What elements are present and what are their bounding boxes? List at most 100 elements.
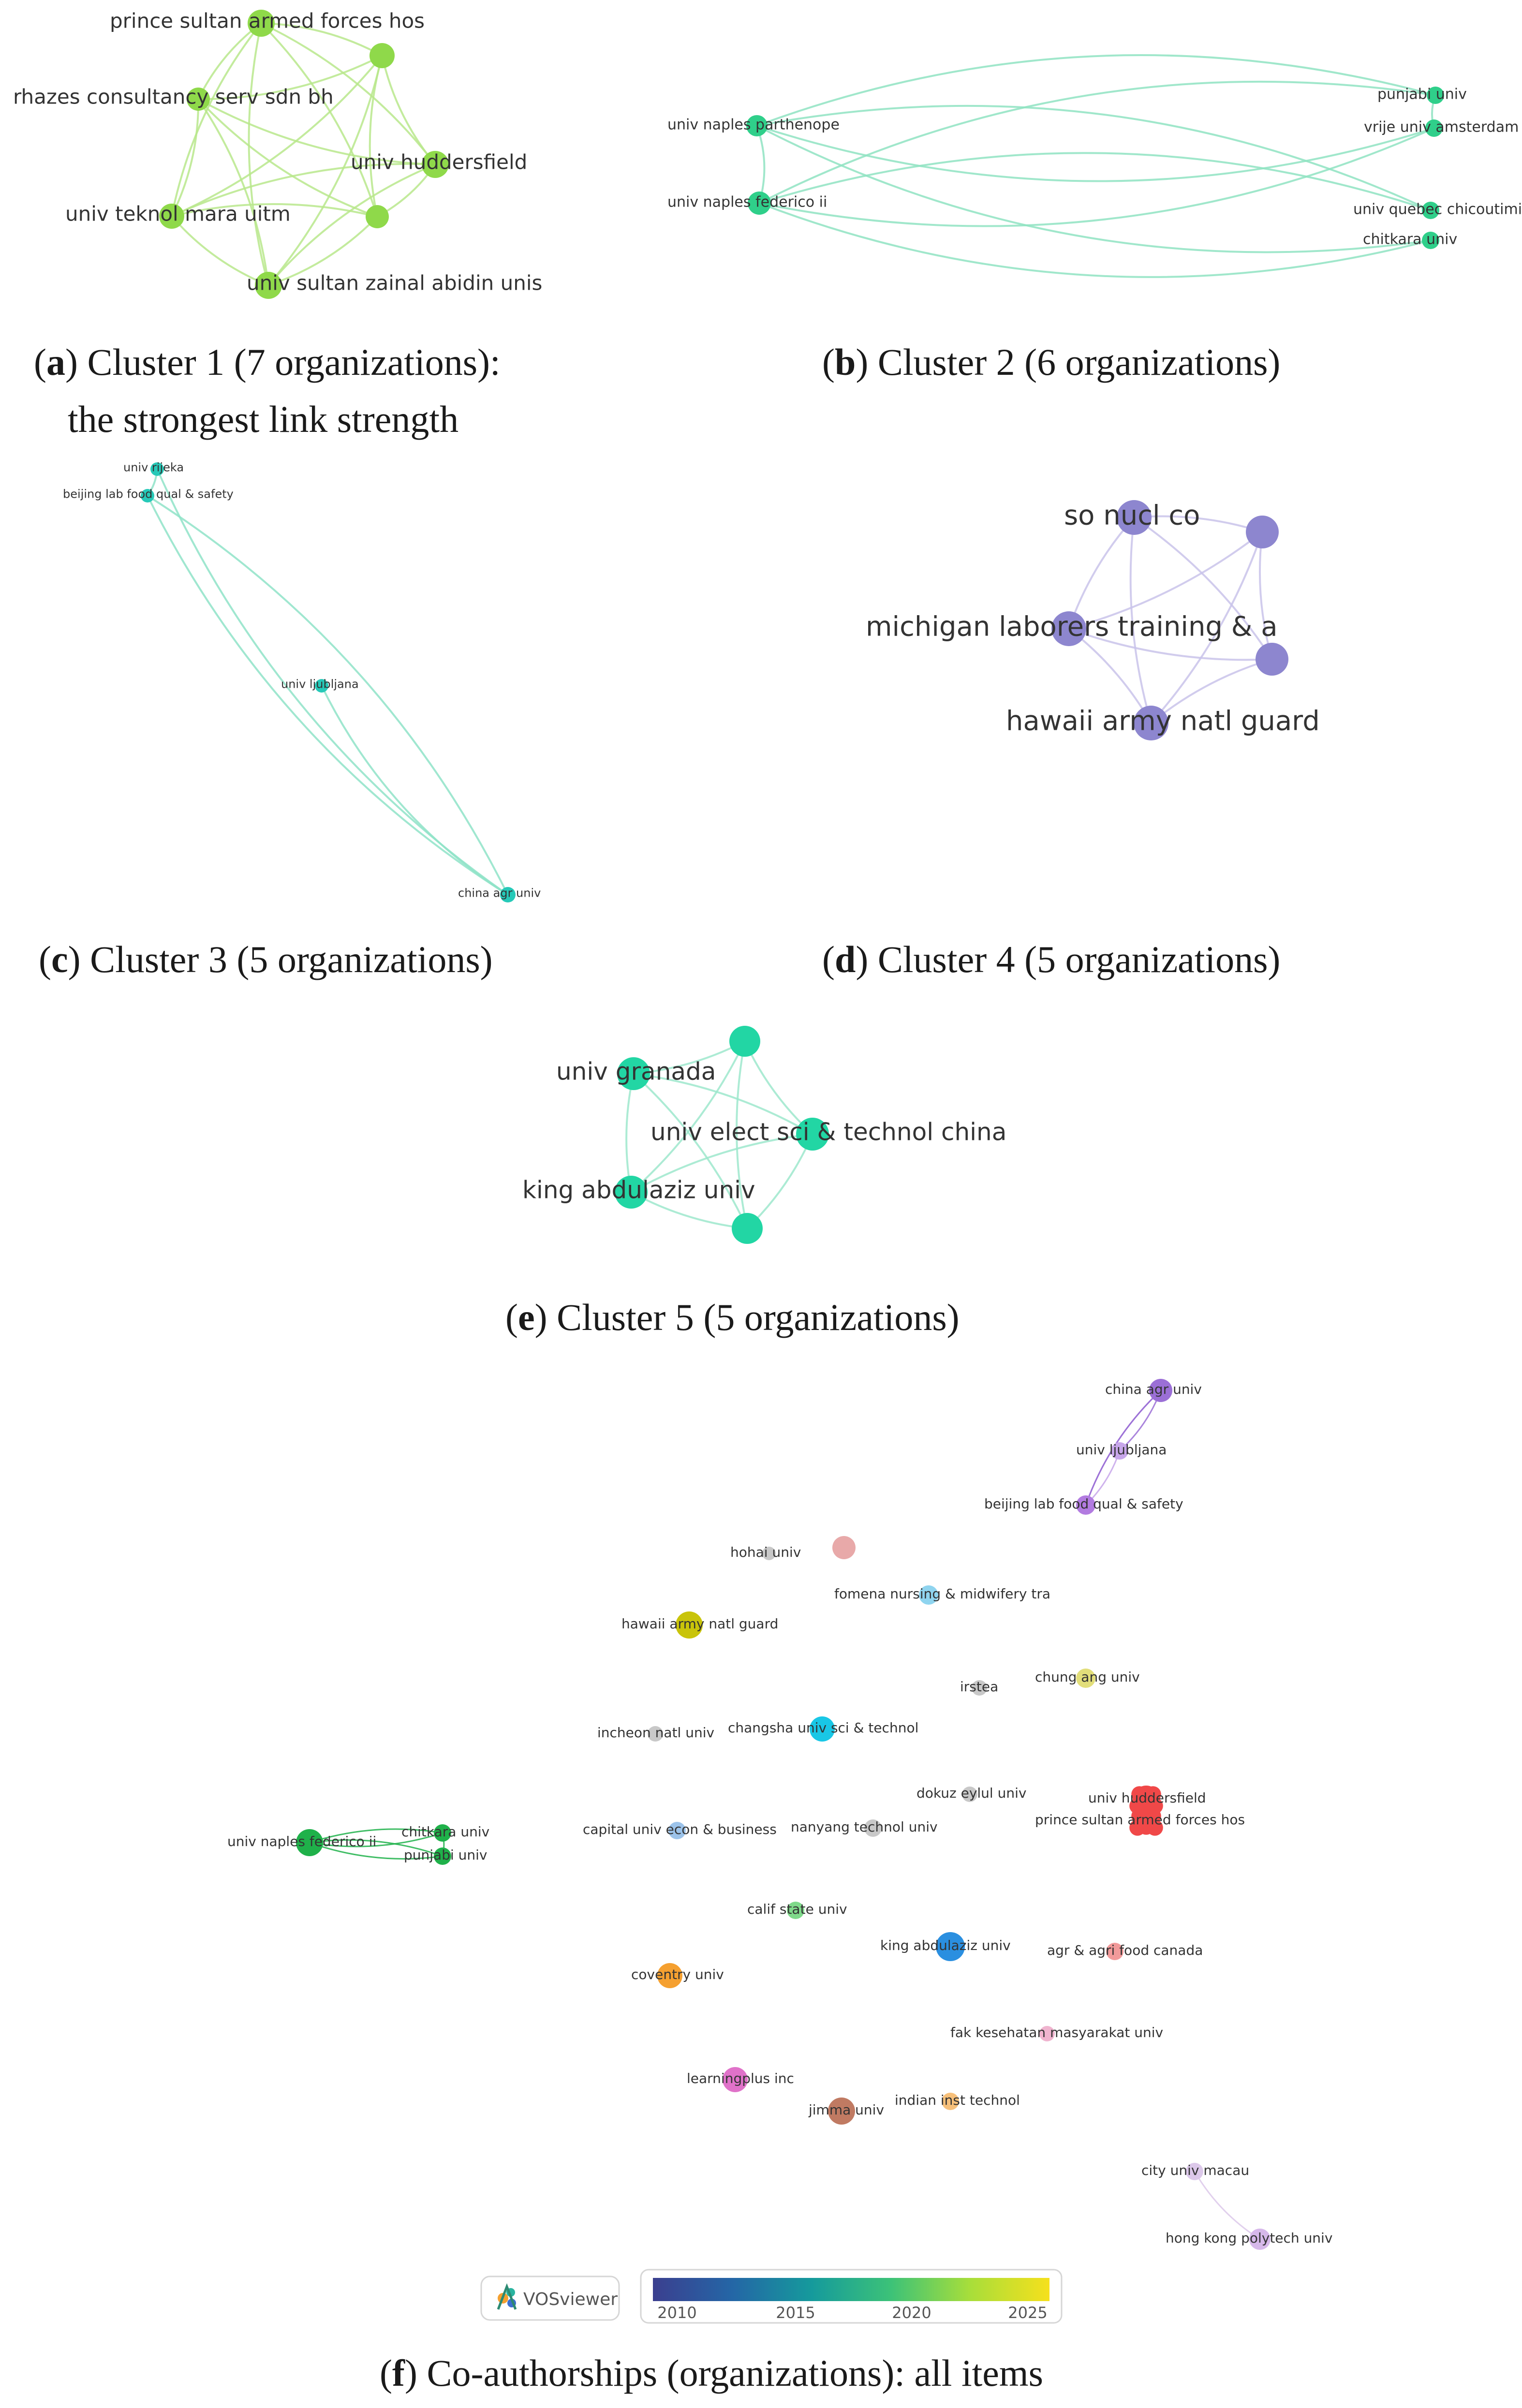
edge [267,55,383,286]
node-learningplus-inc [723,2067,748,2092]
node-unlabeled [366,205,389,228]
label-univ-elect-sci-technol-china: univ elect sci & technol china [650,1118,1006,1146]
label-rhazes-consultancy-serv-sdn-bh: rhazes consultancy serv sdn bh [13,85,334,109]
edge [756,104,1431,211]
edge [171,215,269,286]
node-incheon-natl-univ [648,1726,663,1742]
panel-a-caption: (a) Cluster 1 (7 organizations): [34,341,501,383]
node-univ-naples-federico-ii [748,192,771,215]
label-chitkara-univ: chitkara univ [401,1824,489,1840]
edge [631,1133,813,1193]
edge [1068,628,1272,661]
label-univ-naples-parthenope: univ naples parthenope [667,117,840,133]
node-dokuz-eylul-univ [962,1787,977,1802]
node-univ-naples-parthenope [746,115,768,136]
label-punjabi-univ: punjabi univ [1377,86,1467,103]
edge [1129,517,1152,724]
panel-c-edges [147,469,509,896]
panel-a-caption-text: ) Cluster 1 (7 organizations): [65,341,501,383]
panel-a-caption-letter: a [46,341,65,383]
node-beijing-lab-food-qual-safety [1076,1495,1095,1515]
label-univ-ljubljana: univ ljubljana [1076,1442,1167,1458]
label-univ-huddersfield: univ huddersfield [351,150,527,174]
edge [759,80,1436,204]
legend-tick-2015: 2015 [776,2304,815,2322]
label-hong-kong-polytech-univ: hong kong polytech univ [1166,2230,1332,2246]
node-fomena-nursing-midwifery-tra [919,1585,938,1605]
edge [261,22,383,57]
panel-a-edges [171,22,436,286]
edge [756,125,1431,253]
legend-ticks: 2010 2015 2020 2025 [657,2304,1047,2322]
label-nanyang-technol-univ: nanyang technol univ [791,1819,938,1835]
legend-tick-2020: 2020 [892,2304,931,2322]
legend-tick-2025: 2025 [1008,2304,1047,2322]
label-incheon-natl-univ: incheon natl univ [597,1725,714,1741]
vosviewer-logo: VOSviewer [480,2275,620,2321]
node-univ-huddersfield [1133,1786,1160,1813]
node-punjabi-univ [1427,87,1444,104]
edge [1194,2171,1260,2240]
label-indian-inst-technol: indian inst technol [895,2092,1020,2108]
edge [171,99,200,217]
edge [759,202,1431,278]
node-chitkara-univ [434,1824,451,1842]
node-fak-kesehatan-masyarakat-univ [1039,2026,1055,2041]
node-king-abdulaziz-univ [615,1176,648,1209]
legend-tick-2010: 2010 [657,2304,696,2322]
edge [1133,517,1273,660]
edge [633,1073,813,1135]
node-univ-naples-federico-ii [296,1829,323,1856]
edge [756,54,1436,127]
panel-c-caption: (c) Cluster 3 (5 organizations) [39,938,493,980]
label-irstea: irstea [960,1679,998,1695]
node-chung-ang-univ [1076,1669,1095,1688]
node-rhazes-consultancy-serv-sdn-bh [187,88,210,111]
node-univ-huddersfield [422,151,449,178]
node-coventry-univ [657,1963,682,1988]
label-univ-ljubljana: univ ljubljana [281,677,359,691]
label-learningplus-inc: learningplus inc [687,2070,794,2086]
panel-f-caption-text: ) Co-authorships (organizations): all it… [405,2352,1043,2394]
node-prince-sultan-armed-forces-hos [248,10,275,37]
panel-c-caption-text: ) Cluster 3 (5 organizations) [68,938,493,980]
edge [321,685,509,896]
edge [147,495,509,895]
node-king-abdulaziz-univ [936,1932,965,1961]
edge [759,127,1434,227]
node-calif-state-univ [787,1902,804,1919]
edge [1150,532,1263,724]
label-king-abdulaziz-univ: king abdulaziz univ [522,1176,755,1204]
panel-f-caption: (f) Co-authorships (organizations): all … [380,2352,1043,2394]
panel-b-edges [756,54,1436,278]
node-univ-ljubljana [1111,1442,1128,1460]
panel-e-nodes [615,1026,829,1244]
node-capital-univ-econ-business [668,1822,686,1839]
label-prince-sultan-armed-forces-hos: prince sultan armed forces hos [110,9,425,33]
node-univ-rijeka [150,462,164,476]
node-unlabeled [832,1536,856,1559]
label-coventry-univ: coventry univ [631,1966,724,1982]
label-hawaii-army-natl-guard: hawaii army natl guard [621,1616,778,1632]
label-prince-sultan-armed-forces-hos: prince sultan armed forces hos [1035,1812,1245,1828]
node-punjabi-univ [434,1847,451,1865]
label-china-agr-univ: china agr univ [458,886,541,900]
legend-color-bar [653,2278,1049,2301]
node-chitkara-univ [1422,232,1439,249]
edge [198,98,436,165]
panel-e-caption-text: ) Cluster 5 (5 organizations) [535,1296,960,1338]
node-univ-granada [617,1057,650,1090]
edge [171,203,378,218]
label-beijing-lab-food-qual-safety: beijing lab food qual & safety [984,1496,1183,1512]
edge [1258,532,1273,660]
node-vrije-univ-amsterdam [1425,119,1443,137]
label-univ-quebec-chicoutimi: univ quebec chicoutimi [1353,201,1522,218]
panel-e-caption-letter: e [518,1296,535,1338]
label-univ-sultan-zainal-abidin-unis: univ sultan zainal abidin unis [247,271,542,295]
panel-b-caption-text: ) Cluster 2 (6 organizations) [856,341,1280,383]
node-china-agr-univ [1149,1379,1172,1402]
label-beijing-lab-food-qual-safety: beijing lab food qual & safety [63,487,234,501]
